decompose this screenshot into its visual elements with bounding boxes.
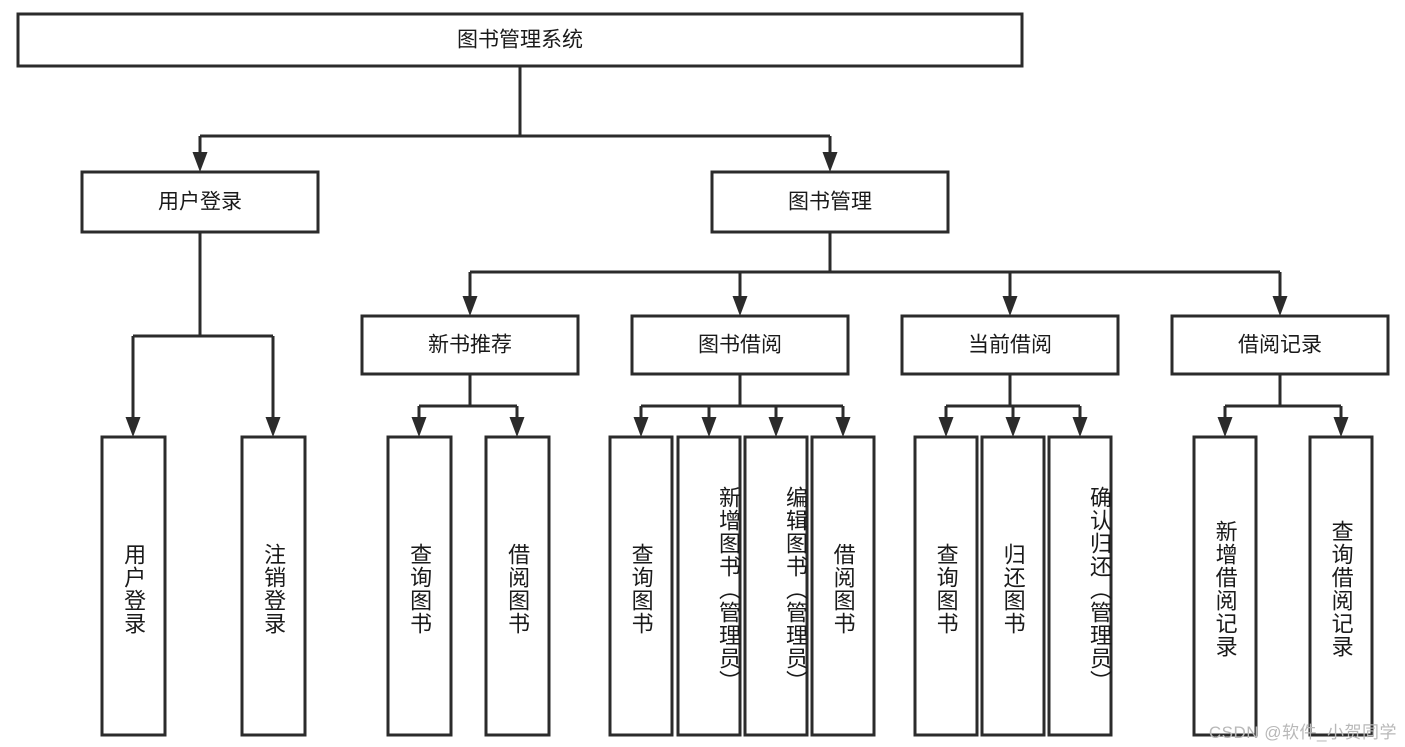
csdn-watermark: CSDN @软件_小贺同学 xyxy=(1208,723,1397,742)
arrowhead xyxy=(1333,417,1349,437)
node-box-leaf-borrow-book[interactable] xyxy=(810,435,876,737)
arrowhead xyxy=(125,417,141,437)
conn-borrow-to-leaves xyxy=(633,374,851,437)
arrowhead xyxy=(411,417,427,437)
arrowhead xyxy=(1217,417,1233,437)
node-box-leaf-query-book-borrow[interactable] xyxy=(608,435,674,737)
node-box-borrow-record[interactable] xyxy=(1170,314,1390,376)
connectors-layer xyxy=(125,66,1349,437)
conn-recommend-to-leaves xyxy=(411,374,525,437)
conn-record-to-leaves xyxy=(1217,374,1349,437)
node-box-user-login[interactable] xyxy=(80,170,320,234)
node-box-leaf-user-login[interactable] xyxy=(100,435,167,737)
conn-current-to-leaves xyxy=(938,374,1088,437)
arrowhead xyxy=(1002,296,1018,316)
arrowhead xyxy=(1005,417,1021,437)
arrowhead xyxy=(701,417,717,437)
node-box-root[interactable] xyxy=(16,12,1024,68)
node-label-book-borrow: 图书借阅 xyxy=(698,334,782,357)
node-box-leaf-query-book-recommend[interactable] xyxy=(386,435,453,737)
arrowhead xyxy=(822,152,838,172)
node-box-leaf-add-borrow-record[interactable] xyxy=(1192,435,1258,737)
arrowhead xyxy=(509,417,525,437)
arrowhead xyxy=(462,296,478,316)
node-box-new-book-recommend[interactable] xyxy=(360,314,580,376)
node-box-book-borrow[interactable] xyxy=(630,314,850,376)
conn-root-to-level2 xyxy=(192,66,838,172)
conn-userlogin-to-leaves xyxy=(125,232,281,437)
arrowhead xyxy=(265,417,281,437)
node-box-leaf-return-book[interactable] xyxy=(980,435,1046,737)
node-box-leaf-confirm-return-admin[interactable] xyxy=(1047,435,1113,737)
arrowhead xyxy=(732,296,748,316)
node-box-current-borrow[interactable] xyxy=(900,314,1120,376)
arrowhead xyxy=(768,417,784,437)
node-box-leaf-add-book-admin[interactable] xyxy=(676,435,742,737)
arrowhead xyxy=(633,417,649,437)
arrowhead xyxy=(1072,417,1088,437)
node-box-book-management[interactable] xyxy=(710,170,950,234)
arrowhead xyxy=(1272,296,1288,316)
node-label-book-management: 图书管理 xyxy=(788,191,872,214)
node-label-user-login: 用户登录 xyxy=(158,191,242,214)
node-label-borrow-record: 借阅记录 xyxy=(1238,334,1322,357)
node-box-leaf-edit-book-admin[interactable] xyxy=(743,435,809,737)
node-box-leaf-query-book-current[interactable] xyxy=(913,435,979,737)
node-box-leaf-borrow-book-recommend[interactable] xyxy=(484,435,551,737)
node-label-new-book-recommend: 新书推荐 xyxy=(428,334,512,357)
node-box-leaf-logout[interactable] xyxy=(240,435,307,737)
boxes-layer xyxy=(16,12,1390,737)
node-label-root: 图书管理系统 xyxy=(457,29,583,52)
arrowhead xyxy=(938,417,954,437)
node-label-current-borrow: 当前借阅 xyxy=(968,334,1052,357)
node-box-leaf-query-borrow-record[interactable] xyxy=(1308,435,1374,737)
conn-bookmgmt-to-level3 xyxy=(462,232,1288,316)
arrowhead xyxy=(192,152,208,172)
arrowhead xyxy=(835,417,851,437)
